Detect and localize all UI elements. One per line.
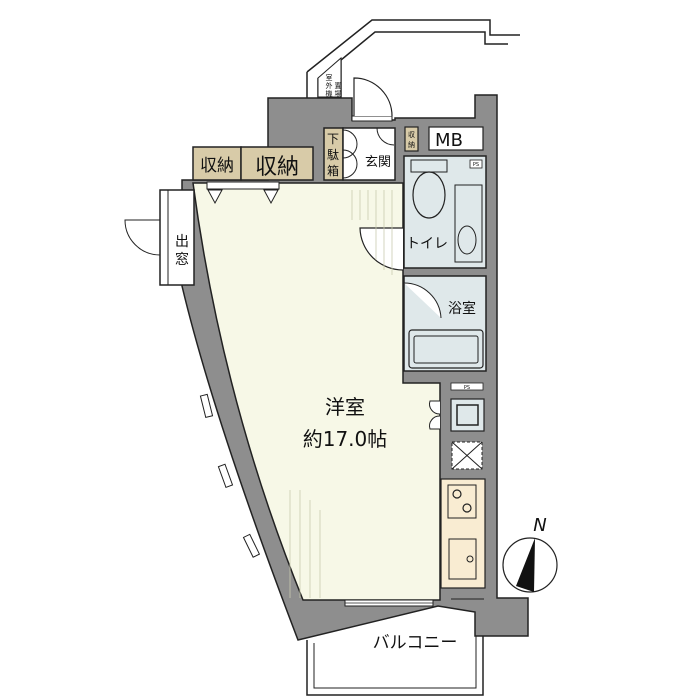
main-room-size: 約17.0帖	[303, 427, 388, 451]
bay-window-label-1: 出	[175, 234, 189, 250]
outdoor-unit-space	[317, 56, 342, 98]
outdoor-unit-label-4: 置	[335, 82, 342, 90]
shoe-box-label-2: 駄	[327, 147, 339, 162]
compass-label: N	[533, 515, 546, 536]
corridor-inner-outline	[317, 31, 508, 98]
bay-window-door-swing	[124, 219, 161, 256]
flooring-marks	[289, 190, 393, 598]
entrance-label: 玄関	[365, 155, 391, 170]
windows	[199, 393, 261, 558]
main-room-label: 洋室	[325, 395, 365, 419]
bay-window	[159, 189, 195, 286]
toilet-icon	[412, 171, 446, 219]
small-storage-label-2: 納	[408, 140, 415, 149]
meter-box	[428, 126, 484, 151]
sink-icon	[448, 538, 477, 580]
shoe-box-label-1: 下	[327, 132, 339, 146]
pipe-space-2-label: PS	[464, 385, 470, 391]
pipe-space-1-label: PS	[473, 162, 479, 168]
closet-door-swing[interactable]	[429, 400, 441, 430]
toilet-label: トイレ	[406, 236, 448, 252]
outdoor-unit-label-1: 室	[326, 73, 333, 82]
outdoor-unit-label-5: 場	[335, 89, 342, 98]
entrance[interactable]	[342, 127, 396, 181]
outdoor-unit-label-2: 外	[326, 81, 333, 90]
wash-basin-icon	[457, 225, 477, 255]
front-door-swing[interactable]	[353, 77, 393, 117]
stove-icon	[447, 484, 477, 519]
bathtub-icon	[408, 329, 484, 369]
small-storage	[404, 126, 419, 152]
meter-box-label: MB	[435, 130, 463, 151]
bath-label: 浴室	[448, 300, 476, 317]
storage-2	[240, 146, 314, 181]
storage-1-label: 収納	[200, 156, 234, 176]
storage-door-marker	[207, 189, 279, 205]
corridor-outline	[306, 19, 520, 100]
refrigerator-cross-icon	[451, 441, 483, 470]
bay-window-label-2: 窓	[175, 251, 189, 268]
shoe-box-label-3: 箱	[327, 163, 339, 178]
balcony-label: バルコニー	[373, 633, 458, 653]
small-storage-label-1: 収	[408, 131, 415, 139]
outdoor-unit-label-3: 機	[326, 89, 333, 98]
balcony	[306, 636, 484, 696]
storage-2-label: 収納	[255, 155, 299, 180]
north-arrow-icon: N	[502, 515, 558, 593]
